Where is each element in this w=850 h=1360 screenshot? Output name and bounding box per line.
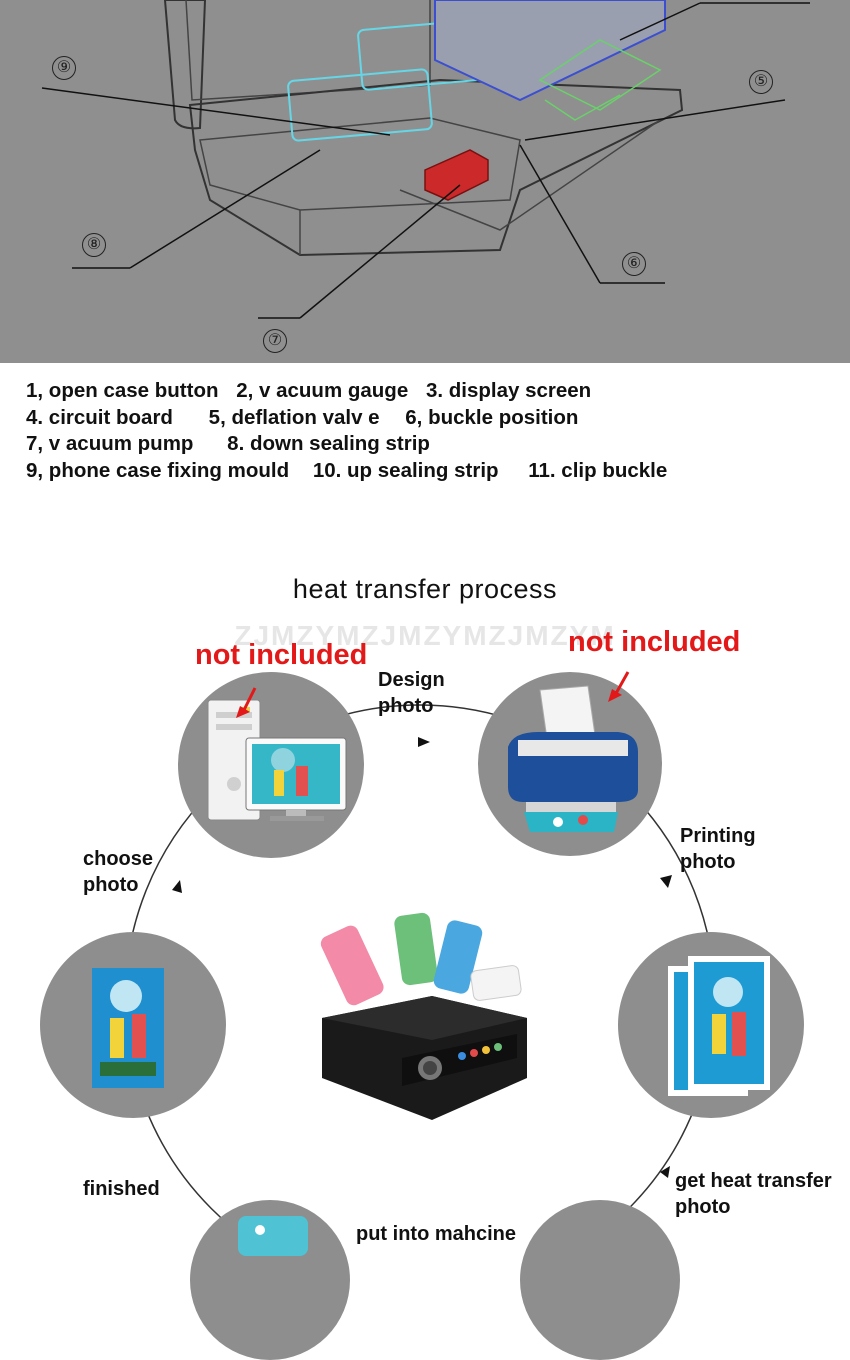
callout-6: ⑥ xyxy=(622,252,646,276)
arrow-icon xyxy=(660,1166,670,1178)
step-label-line: Design xyxy=(378,669,445,691)
step-label-line: Printing xyxy=(680,825,756,847)
callout-7: ⑦ xyxy=(263,329,287,353)
legend-item: 5, deflation valv e xyxy=(208,405,380,429)
process-title: heat transfer process xyxy=(292,574,558,604)
step-label-line: put into mahcine xyxy=(356,1223,516,1245)
sublimation-machine-image xyxy=(320,912,527,1120)
legend-line: 9, phone case fixing mould 10. up sealin… xyxy=(26,458,846,485)
step-label-design: Design photo xyxy=(378,667,558,719)
step-label-line: photo xyxy=(675,1196,731,1218)
parts-diagram: ⑨ ⑤ ⑧ ⑥ ⑦ xyxy=(0,0,850,363)
computer-icon xyxy=(207,699,347,821)
step-label-line: finished xyxy=(83,1178,160,1200)
step-label-line: photo xyxy=(83,874,139,896)
arrow-icon xyxy=(418,737,430,747)
step-computer-circle xyxy=(178,672,364,858)
arrow-icon xyxy=(172,880,182,893)
step-label-line: photo xyxy=(680,851,736,873)
step-label-line: get heat transfer xyxy=(675,1170,832,1192)
step-phonecase-circle xyxy=(190,1200,350,1360)
step-label-finished: finished xyxy=(83,1176,263,1202)
legend-item: 6, buckle position xyxy=(405,405,579,429)
step-photo-circle xyxy=(40,932,226,1118)
step-label-line: choose xyxy=(83,848,154,870)
legend-item: 2, v acuum gauge xyxy=(236,379,409,402)
phone-case-icon xyxy=(238,1216,308,1256)
transfer-paper-icon xyxy=(668,956,770,1096)
legend-item: 11. clip buckle xyxy=(528,458,668,482)
step-printer-circle xyxy=(478,672,662,856)
step-transfer-circle xyxy=(618,932,804,1118)
callout-9: ⑨ xyxy=(52,56,76,80)
legend-item: 3. display screen xyxy=(425,379,592,402)
step-label-printing: Printing photo xyxy=(680,823,850,875)
legend-item: 8. down sealing strip xyxy=(227,432,430,455)
step-label-get-transfer: get heat transfer photo xyxy=(675,1168,850,1220)
legend-item: 4. circuit board xyxy=(26,405,173,429)
not-included-label-left: not included xyxy=(195,639,368,671)
step-label-line: photo xyxy=(378,695,434,717)
legend-item: 9, phone case fixing mould xyxy=(26,458,290,482)
legend-item: 1, open case button xyxy=(26,379,219,402)
legend-line: 1, open case button 2, v acuum gauge 3. … xyxy=(26,378,846,405)
arrow-icon xyxy=(660,875,672,888)
callout-5: ⑤ xyxy=(749,70,773,94)
legend-item: 7, v acuum pump xyxy=(26,432,194,455)
parts-legend: 1, open case button 2, v acuum gauge 3. … xyxy=(26,378,846,484)
legend-item: 10. up sealing strip xyxy=(312,458,499,482)
printer-icon xyxy=(508,685,638,832)
not-included-label-right: not included xyxy=(568,626,741,658)
legend-line: 4. circuit board 5, deflation valv e 6, … xyxy=(26,405,846,432)
machine-line-drawing xyxy=(41,0,810,319)
watermark-text: ZJMZYMZJMZYMZJMZYM xyxy=(234,620,616,651)
photo-icon xyxy=(92,968,164,1088)
step-label-choose: choose photo xyxy=(83,846,263,898)
legend-line: 7, v acuum pump 8. down sealing strip xyxy=(26,431,846,458)
step-label-put-into: put into mahcine xyxy=(356,1221,556,1247)
callout-8: ⑧ xyxy=(82,233,106,257)
